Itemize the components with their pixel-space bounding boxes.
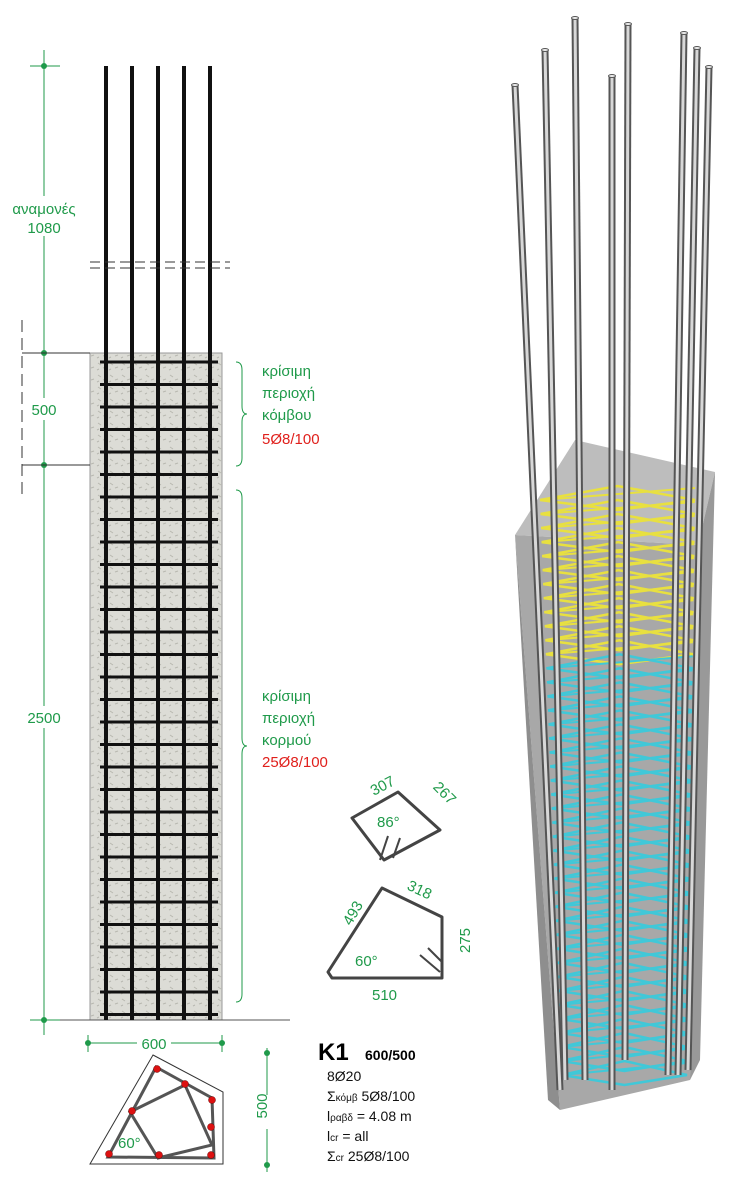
node-zone-label: κρίσιμη xyxy=(262,363,311,380)
angle-label: 60° xyxy=(355,953,378,970)
side-label: 493 xyxy=(340,898,367,928)
body-zone-brace xyxy=(235,489,248,1003)
stirrup xyxy=(544,599,694,614)
svg-text:Σκόμβ 5Ø8/100: Σκόμβ 5Ø8/100 xyxy=(327,1088,415,1104)
rebar-end xyxy=(624,22,632,26)
stirrup xyxy=(539,487,696,501)
stirrup xyxy=(542,554,695,582)
node-height: 500 xyxy=(31,402,56,419)
stirrup xyxy=(540,501,695,516)
stirrup xyxy=(539,484,696,512)
angle-label: 86° xyxy=(377,814,400,831)
stirrup xyxy=(544,610,694,638)
stirrup xyxy=(553,837,691,852)
section-angle: 60° xyxy=(118,1135,141,1152)
break-line xyxy=(90,261,230,269)
stirrup xyxy=(540,498,696,526)
node-zone-brace xyxy=(235,361,248,467)
rebar-end xyxy=(511,83,519,87)
body-height: 2500 xyxy=(27,710,60,727)
rebar-end xyxy=(680,31,688,35)
stirrup xyxy=(549,739,692,754)
rebar-3d-highlight xyxy=(513,84,562,1091)
body-zone-label: κρίσιμη xyxy=(262,688,311,705)
rebar-end xyxy=(608,74,616,78)
stirrup xyxy=(540,512,695,540)
body-zone-label: κορμού xyxy=(262,732,311,749)
section-depth: 500 xyxy=(254,1093,271,1118)
stirrup xyxy=(546,669,693,684)
rebar-3d-highlight xyxy=(623,23,630,1061)
side-label: 275 xyxy=(457,928,474,953)
stirrup xyxy=(551,781,691,796)
stirrup xyxy=(545,638,694,666)
stirrup xyxy=(546,653,693,680)
stirrup xyxy=(544,613,694,628)
stirrup xyxy=(545,641,693,656)
rebar-3d-highlight xyxy=(573,17,587,1081)
rebar-end xyxy=(541,48,549,52)
stirrup xyxy=(545,627,694,642)
stirrup xyxy=(552,823,691,838)
body-zone-label: περιοχή xyxy=(262,710,315,727)
stirrup xyxy=(542,557,695,572)
starter-length: 1080 xyxy=(27,220,60,237)
stirrup xyxy=(553,851,691,866)
svg-text:Σcr 25Ø8/100: Σcr 25Ø8/100 xyxy=(327,1148,410,1164)
stirrup xyxy=(541,529,695,544)
column-name: K1 xyxy=(318,1039,349,1066)
stirrup xyxy=(552,809,691,824)
body-zone-spec: 25Ø8/100 xyxy=(262,754,328,771)
svg-text:lραβδ = 4.08 m: lραβδ = 4.08 m xyxy=(327,1108,412,1124)
rebar-3d-highlight xyxy=(676,47,699,1076)
column-legend: K1 600/500 8Ø20 Σκόμβ 5Ø8/100 lραβδ = 4.… xyxy=(318,1039,416,1164)
stirrup xyxy=(550,767,692,782)
starter-label: αναμονές xyxy=(12,201,75,218)
stirrup xyxy=(551,795,691,810)
longitudinal-bars xyxy=(104,66,212,1020)
node-zone-label: περιοχή xyxy=(262,385,315,402)
stirrup xyxy=(544,596,694,624)
stirrup xyxy=(543,582,694,610)
rebar-3d-highlight xyxy=(666,32,686,1076)
column-size: 600/500 xyxy=(365,1047,416,1063)
stirrup xyxy=(547,683,693,698)
column-3d-view xyxy=(511,16,715,1110)
cross-section: 600 500 60° xyxy=(85,1034,276,1172)
stirrup xyxy=(540,515,695,530)
stirrup xyxy=(542,568,695,596)
side-label: 510 xyxy=(372,987,397,1004)
node-zone-label: κόμβου xyxy=(262,407,311,424)
rebar-3d-highlight xyxy=(543,49,567,1081)
stirrup xyxy=(550,753,692,768)
bars: 8Ø20 xyxy=(327,1068,361,1084)
side-label: 267 xyxy=(429,779,459,809)
stirrup xyxy=(561,1059,688,1087)
stirrup xyxy=(546,655,693,670)
stirrup xyxy=(541,540,695,568)
rebar-3d-highlight xyxy=(686,66,711,1071)
stirrup xyxy=(547,697,693,712)
stirrup xyxy=(549,725,692,740)
rebar-end xyxy=(693,46,701,50)
stirrup xyxy=(543,585,694,600)
stirrup-shape-2: 493 318 275 510 60° xyxy=(326,877,474,1004)
stirrup xyxy=(546,667,693,694)
bars-3d xyxy=(511,16,713,1091)
svg-text:lcr = all: lcr = all xyxy=(327,1128,368,1144)
node-zone-spec: 5Ø8/100 xyxy=(262,431,320,448)
stirrup xyxy=(543,571,694,586)
stirrup xyxy=(545,624,694,652)
column-elevation: αναμονές 1080 500 2500 κρίσιμη περιοχή κ… xyxy=(12,50,328,1035)
stirrup xyxy=(542,543,695,558)
rebar-end xyxy=(705,65,713,69)
rebar-end xyxy=(571,16,579,20)
stirrup xyxy=(548,711,692,726)
section-width: 600 xyxy=(141,1036,166,1053)
stirrup xyxy=(547,681,693,708)
stirrup xyxy=(541,526,695,554)
stirrup-shape-1: 307 267 86° xyxy=(350,773,459,862)
